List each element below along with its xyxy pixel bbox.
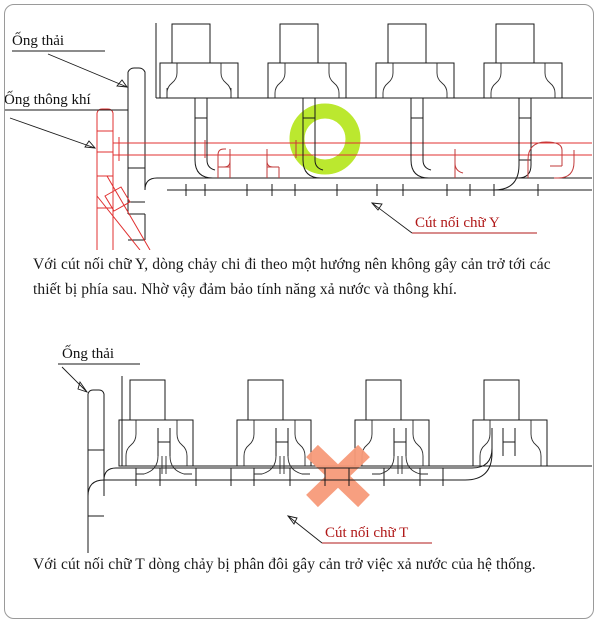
toilet-fixture [118, 379, 194, 467]
fixture-drop [194, 98, 216, 179]
y-fitting [454, 149, 464, 178]
toilet-fixture [267, 23, 347, 99]
y-fitting [204, 140, 231, 178]
green-ring-highlight [289, 103, 361, 175]
paragraph-t-fitting: Với cút nối chữ T dòng chảy bị phân đôi … [33, 556, 536, 573]
fixture-drop [410, 98, 432, 179]
fixture-drop-tee [372, 428, 428, 475]
main-horizontal-drain [167, 177, 592, 196]
toilet-fixture [354, 379, 430, 467]
y-fitting-group-red [204, 140, 575, 179]
orange-x-mark [306, 444, 370, 508]
y-fitting-label: Cút nối chữ Y [415, 215, 500, 231]
toilet-fixture [483, 23, 563, 99]
main-horizontal-drain [104, 428, 493, 486]
y-fitting-drainage-diagram: Ống thải Ống thông khí Cút nối chữ Y [4, 23, 592, 250]
toilet-fixture [159, 23, 239, 99]
fixture-drop [492, 98, 532, 191]
y-fitting [527, 141, 575, 179]
vent-pipe-label: Ống thông khí [4, 90, 91, 108]
paragraph-y-fitting: Với cút nối chữ Y, dòng chảy chi đi theo… [33, 256, 551, 298]
fixture-drop-tee [136, 428, 192, 475]
y-fitting [266, 140, 297, 178]
waste-pipe-label: Ống thải [62, 344, 114, 362]
label-waste-pipe: Ống thải [12, 31, 128, 88]
t-fitting-label: Cút nối chữ T [325, 525, 408, 541]
toilet-fixture-group [159, 23, 563, 99]
waste-stack-pipe [127, 67, 167, 241]
fixture-drop-pipes [194, 98, 532, 191]
vent-pipe [96, 108, 592, 250]
waste-stack-pipe [87, 389, 120, 553]
label-y-fitting: Cút nối chữ Y [370, 202, 537, 234]
fixture-drop-highlighted [302, 98, 324, 179]
label-vent-pipe: Ống thông khí [4, 90, 128, 149]
label-waste-pipe-bottom: Ống thải [58, 344, 140, 393]
toilet-fixture [375, 23, 455, 99]
toilet-fixture [472, 379, 548, 467]
label-t-fitting: Cút nối chữ T [286, 515, 432, 544]
t-fitting-drainage-diagram: Ống thải Cút nối chữ T [58, 344, 592, 553]
waste-pipe-label: Ống thải [12, 31, 64, 49]
fixture-drop [502, 428, 516, 456]
toilet-fixture [236, 379, 312, 467]
fixture-drop-tee [254, 428, 310, 475]
toilet-fixture-group [118, 379, 548, 467]
fixture-drop-pipes [136, 428, 516, 475]
